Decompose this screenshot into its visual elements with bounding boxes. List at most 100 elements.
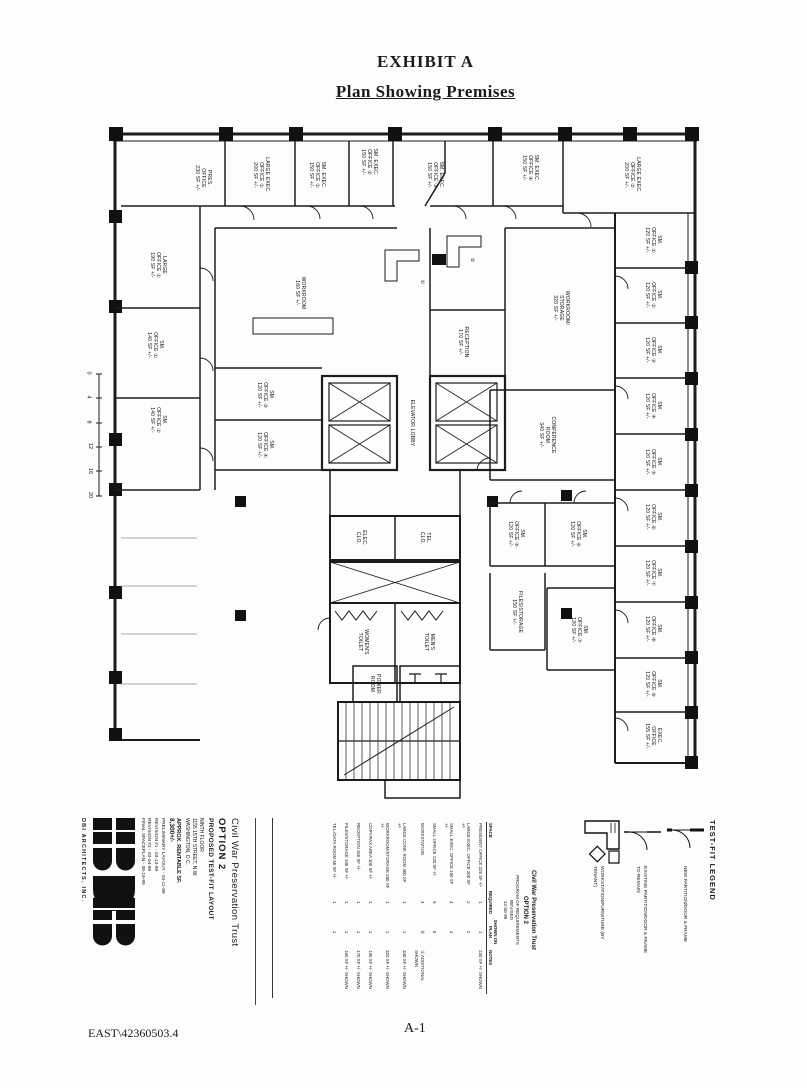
table-cell: 170 SF +/- SHOWN <box>356 950 361 989</box>
room-label: WOMEN'S TOILET <box>357 629 369 655</box>
table-cell: 1 <box>385 930 390 934</box>
center-right-walls <box>489 227 615 671</box>
table-cell: 1 <box>332 901 337 904</box>
option-label: OPTION 2 <box>216 818 227 871</box>
table-cell: 230 SF +/- SHOWN <box>478 950 483 989</box>
table-cell: 1 <box>478 901 483 904</box>
legend-item-label: NEW PARTITION/DOOR & FRAME <box>681 866 687 943</box>
document-number: EAST\42360503.4 <box>88 1026 179 1040</box>
room-label: SM. OFFICE ⑥ 120 SF +/- <box>644 504 662 530</box>
table-cell: 4 <box>420 901 425 904</box>
room-label: SM. OFFICE ⑥ 120 SF +/- <box>569 521 587 547</box>
program-table-title-line: OPTION 2 <box>522 895 529 924</box>
table-cell: 1 <box>344 901 349 904</box>
room-label: TEL. CLO. <box>419 531 431 545</box>
table-cell: 1 <box>478 930 483 934</box>
table-row: PRESIDENT OFFICE 225 SF +/- 1 1 230 SF +/- … <box>475 822 488 994</box>
table-cell: LARGE EXEC. OFFICE 200 SF +/- <box>461 823 471 885</box>
scale-tick-label: 16 <box>87 467 94 474</box>
column-header: SPACE <box>487 822 500 890</box>
room-label: SM. OFFICE ① 120 SF +/- <box>644 227 662 253</box>
table-cell: PRESIDENT OFFICE 225 SF +/- <box>478 823 483 888</box>
plan-overlay: PRES. OFFICE 230 SF +/- LARGE EXEC. OFFIC… <box>85 118 715 810</box>
elevator-banks <box>320 374 507 472</box>
room-label: SM. OFFICE ② 140 SF +/- <box>149 407 167 433</box>
address-line: 1155 15TH STREET, N.W. <box>191 818 198 877</box>
room-label: RECEPTION 170 SF +/- <box>457 326 469 358</box>
program-table-title-line: 12-30-98 <box>503 900 509 920</box>
table-row: FILES/STORAGE 100 SF +/- 1 1 150 SF +/- SHO… <box>341 822 353 994</box>
scale-tick-label: 4 <box>85 395 92 399</box>
table-cell: 1 <box>332 930 337 934</box>
sheet-number: A-1 <box>404 1021 426 1036</box>
room-label: LARGE EXEC. OFFICE ① 200 SF +/- <box>252 157 270 193</box>
legend-item-label: EXISTING PARTITION/DOOR & FRAME TO REMAI… <box>635 866 647 954</box>
table-cell: 340 SF +/- SHOWN <box>402 950 407 989</box>
room-label: EXEC. OFFICE 155 SF +/- <box>644 723 662 749</box>
table-cell: 4 <box>449 930 454 934</box>
table-cell: 1 <box>356 930 361 934</box>
room-label: SM. OFFICE ⑨ 120 SF +/- <box>644 671 662 697</box>
legend-item: EXISTING PARTITION/DOOR & FRAME TO REMAI… <box>619 818 662 970</box>
room-label: PRES. OFFICE 230 SF +/- <box>194 165 212 191</box>
table-cell: 4 <box>449 901 454 904</box>
address-line: NINTH FLOOR <box>198 818 204 852</box>
room-label: SM. OFFICE ① 140 SF +/- <box>146 332 164 358</box>
interior-left-walls <box>214 227 397 490</box>
room-label: SM. EXEC. OFFICE ① 150 SF +/- <box>308 161 326 189</box>
table-cell: FILES/STORAGE 100 SF +/- <box>344 823 349 880</box>
table-cell: WORKSTATION <box>420 823 425 856</box>
room-label: SM. OFFICE ④ 120 SF +/- <box>644 393 662 419</box>
column-header: NOTES <box>487 949 500 994</box>
legend-content: TEST-FIT LEGEND NEW PARTITION/DOOR & FRA… <box>560 818 718 970</box>
scale-tick-label: 0 <box>85 371 92 375</box>
table-cell: 5 <box>432 901 437 904</box>
divider <box>255 818 256 1005</box>
room-label: ELEVATOR LOBBY <box>409 399 415 447</box>
revision-date-line: PRELIMINARY LAYOUT - 03-11-99 <box>159 818 165 894</box>
room-label: MEN'S TOILET <box>423 632 435 652</box>
legend-item: NEW PARTITION/DOOR & FRAME <box>662 818 705 970</box>
scale-tick-label: 20 <box>87 491 94 499</box>
room-label: SM. EXEC. OFFICE ④ 150 SF +/- <box>521 154 539 182</box>
table-cell: 150 SF +/- SHOWN <box>344 950 349 989</box>
table-cell: SMALL OFFICE 120 SF +/- <box>432 823 437 877</box>
table-cell: 1 <box>402 930 407 934</box>
table-cell: 1 <box>344 930 349 934</box>
room-label: SM. OFFICE ⑤ 120 SF +/- <box>644 449 662 475</box>
room-label: POWER ROOM <box>369 674 381 694</box>
title-block: Civil War Preservation Trust OPTION 2 PR… <box>80 818 240 1004</box>
revision-date-line: FINAL SPACEPLAN - 08-19-99 <box>139 818 145 885</box>
table-cell: 1 <box>368 901 373 904</box>
workstation-furniture-icon <box>574 818 621 866</box>
table-cell: 1 <box>385 901 390 904</box>
table-cell: TEL./DATA ROOM 50 SF +/- <box>332 823 337 879</box>
room-label: CONFERENCE ROOM 340 SF +/- <box>538 416 556 454</box>
existing-partition-door-icon <box>618 818 663 866</box>
room-label: SM. OFFICE ⑧ 120 SF +/- <box>644 616 662 642</box>
table-cell: ⑤ <box>420 930 425 935</box>
room-label: ① <box>419 279 425 285</box>
table-cell: 1 <box>402 901 407 904</box>
page-headings: EXHIBIT A Plan Showing Premises <box>22 52 807 102</box>
room-label: SM. EXEC. OFFICE ② 150 SF +/- <box>360 148 378 176</box>
structural-columns <box>109 127 699 769</box>
table-cell <box>458 949 475 994</box>
program-table-title-line: REVISED <box>509 899 515 921</box>
scale-tick-label: 12 <box>87 443 94 450</box>
table-row: TEL./DATA ROOM 50 SF +/- 1 1 <box>329 822 341 994</box>
top-office-walls <box>121 141 695 214</box>
room-label: SM. OFFICE ③ 120 SF +/- <box>644 337 662 363</box>
room-label: ② <box>469 257 475 263</box>
graphic-scale <box>96 373 102 497</box>
firm-name: DBI ARCHITECTS, INC. <box>79 818 86 903</box>
table-cell: 1 <box>356 901 361 904</box>
